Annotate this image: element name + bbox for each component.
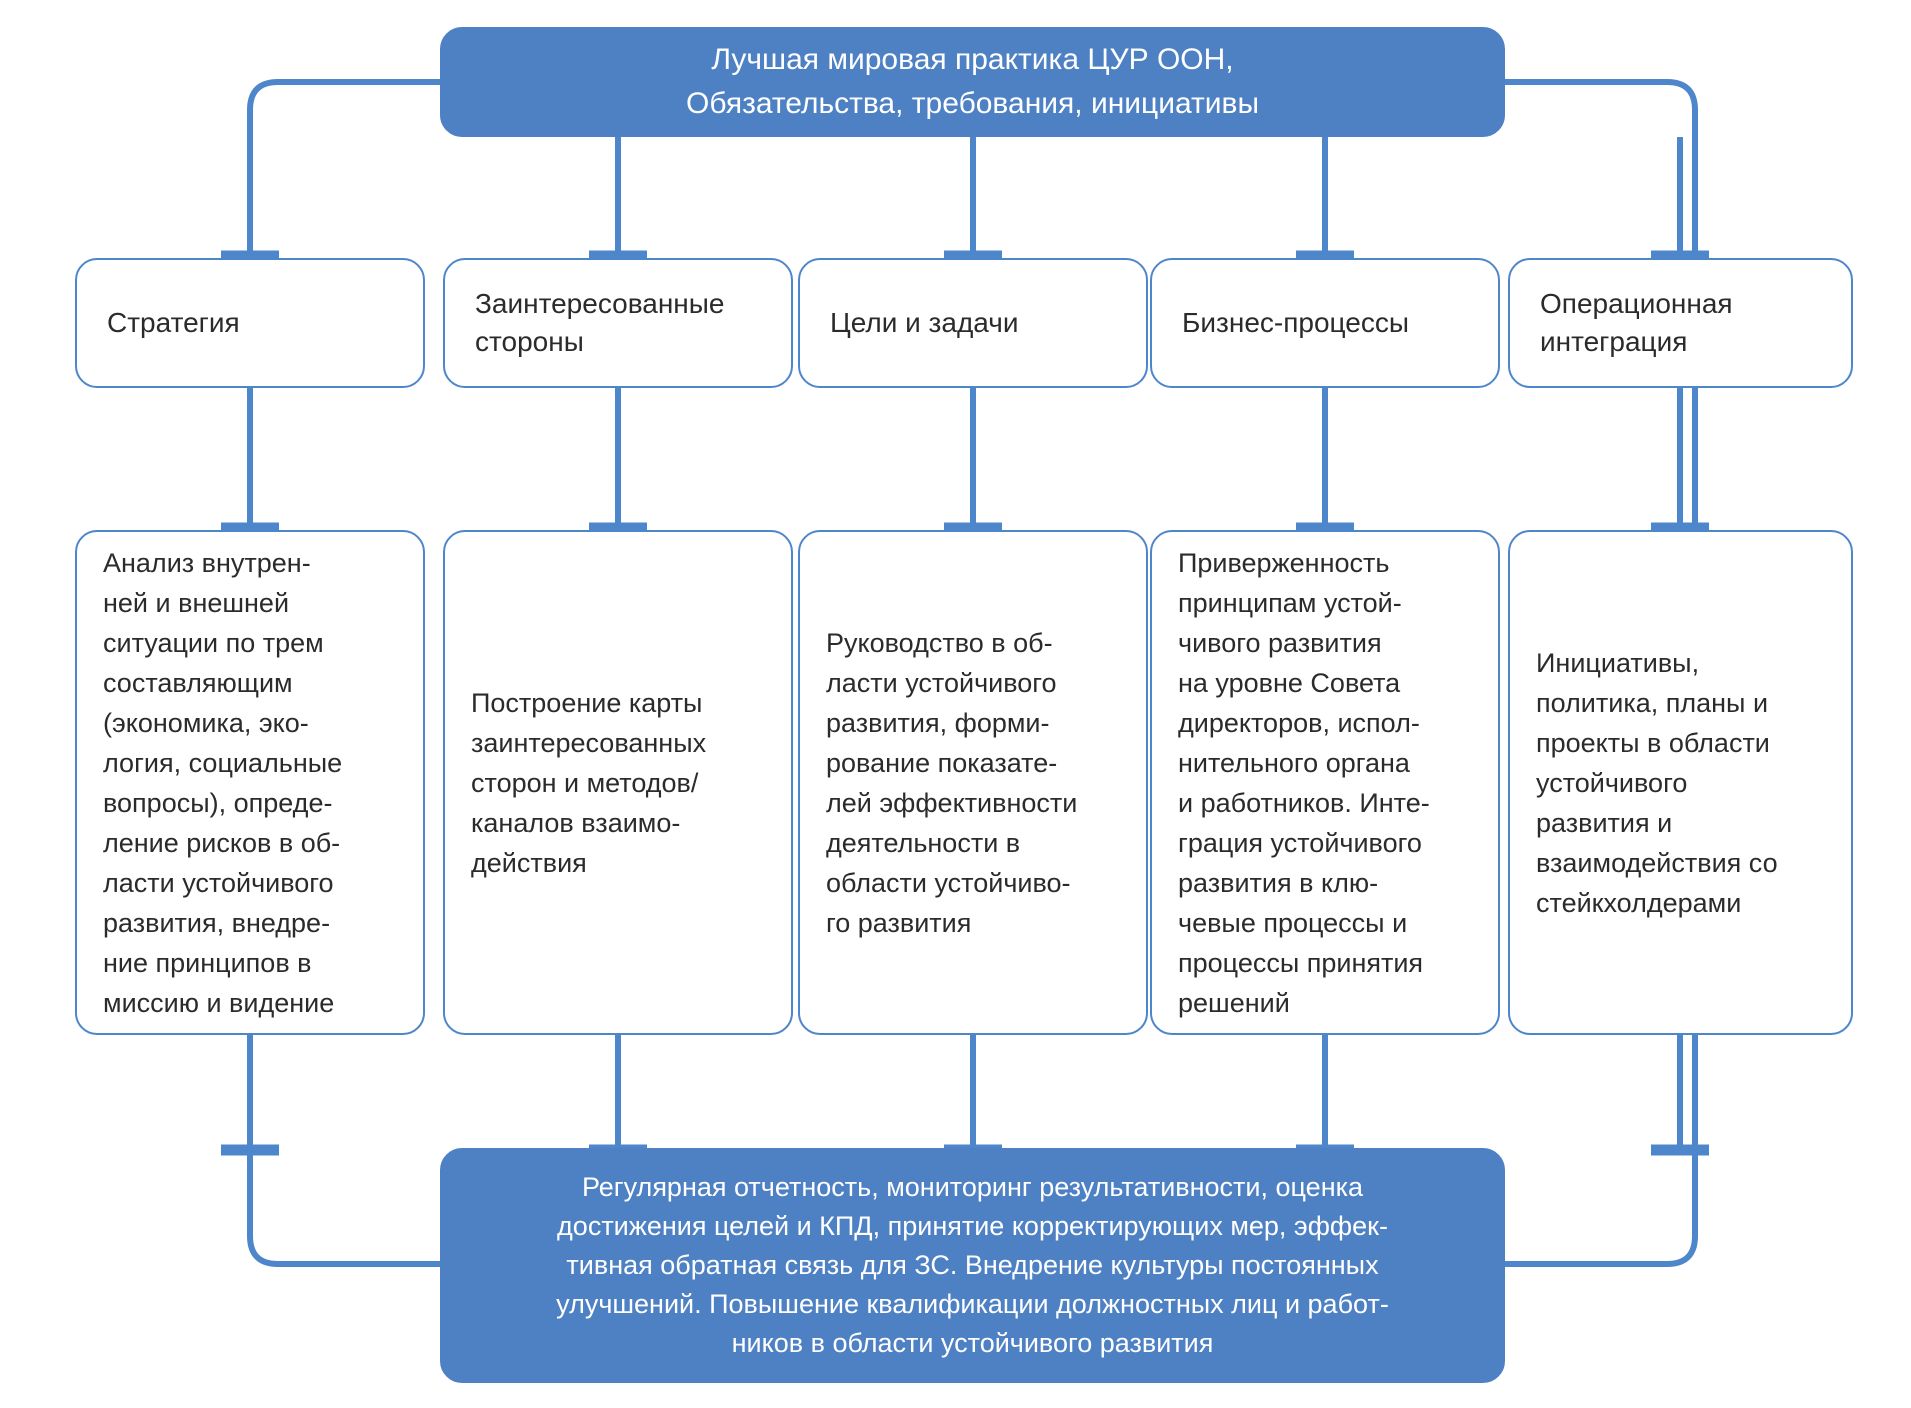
node-category-goals-label: Цели и задачи [830,307,1019,338]
node-category-stakeholders-label: Заинтересованные стороны [475,288,725,357]
node-category-stakeholders[interactable]: Заинтересованные стороны [443,258,793,388]
node-category-goals[interactable]: Цели и задачи [798,258,1148,388]
node-footer-box[interactable]: Регулярная отчетность, мониторинг резуль… [440,1148,1505,1383]
node-detail-business-processes[interactable]: Приверженность принципам устой- чивого р… [1150,530,1500,1035]
node-detail-stakeholders[interactable]: Построение карты заинтересованных сторон… [443,530,793,1035]
node-category-business-processes-label: Бизнес-процессы [1182,307,1409,338]
node-detail-operational-integration-label: Инициативы, политика, планы и проекты в … [1536,647,1778,918]
node-detail-goals-label: Руководство в об- ласти устойчивого разв… [826,627,1078,938]
node-detail-stakeholders-label: Построение карты заинтересованных сторон… [471,687,707,878]
node-title-box[interactable]: Лучшая мировая практика ЦУР ООН, Обязате… [440,27,1505,137]
node-detail-business-processes-label: Приверженность принципам устой- чивого р… [1178,547,1430,1018]
node-detail-goals[interactable]: Руководство в об- ласти устойчивого разв… [798,530,1148,1035]
node-title-box-label: Лучшая мировая практика ЦУР ООН, Обязате… [685,43,1260,120]
node-category-strategy[interactable]: Стратегия [75,258,425,388]
node-footer-box-label: Регулярная отчетность, мониторинг резуль… [556,1172,1389,1358]
node-category-operational-integration[interactable]: Операционная интеграция [1508,258,1853,388]
node-detail-strategy-label: Анализ внутрен- ней и внешней ситуации п… [103,547,343,1018]
node-detail-strategy[interactable]: Анализ внутрен- ней и внешней ситуации п… [75,530,425,1035]
node-category-operational-integration-label: Операционная интеграция [1540,288,1733,357]
node-category-strategy-label: Стратегия [107,307,240,338]
node-detail-operational-integration[interactable]: Инициативы, политика, планы и проекты в … [1508,530,1853,1035]
node-category-business-processes[interactable]: Бизнес-процессы [1150,258,1500,388]
